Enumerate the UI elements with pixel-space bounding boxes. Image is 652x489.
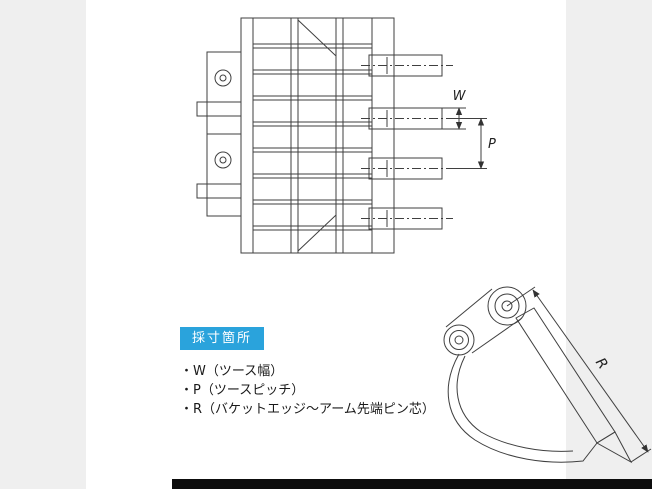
link-pin-boss — [443, 324, 475, 356]
link-plates — [445, 288, 523, 354]
legend: ・W（ツース幅） ・P（ツースピッチ） ・R（バケットエッジ～アーム先端ピン芯） — [180, 362, 435, 419]
skeleton-rods — [253, 43, 372, 231]
bucket-teeth — [361, 54, 453, 230]
arm-pin-boss — [487, 286, 527, 326]
dimension-p: P — [453, 117, 496, 170]
legend-item-p: ・P（ツースピッチ） — [180, 383, 305, 398]
dimension-w: W — [442, 89, 467, 130]
dimension-r: R — [506, 286, 652, 463]
bucket-body-outline — [240, 17, 395, 254]
bucket-top-view-drawing: W P — [196, 17, 496, 254]
measure-points-label: 採寸箇所 — [180, 327, 265, 350]
content-panel: W P — [86, 0, 652, 489]
dimension-p-label: P — [488, 137, 496, 152]
bottom-bar — [172, 479, 652, 489]
legend-item-r: ・R（バケットエッジ～アーム先端ピン芯） — [180, 402, 435, 417]
bucket-side-view-drawing: R — [443, 286, 652, 464]
mount-brackets — [196, 51, 242, 217]
dimension-r-label: R — [592, 355, 611, 372]
bucket-side-profile — [447, 307, 633, 464]
dimension-w-label: W — [453, 89, 467, 104]
legend-item-w: ・W（ツース幅） — [180, 364, 284, 379]
